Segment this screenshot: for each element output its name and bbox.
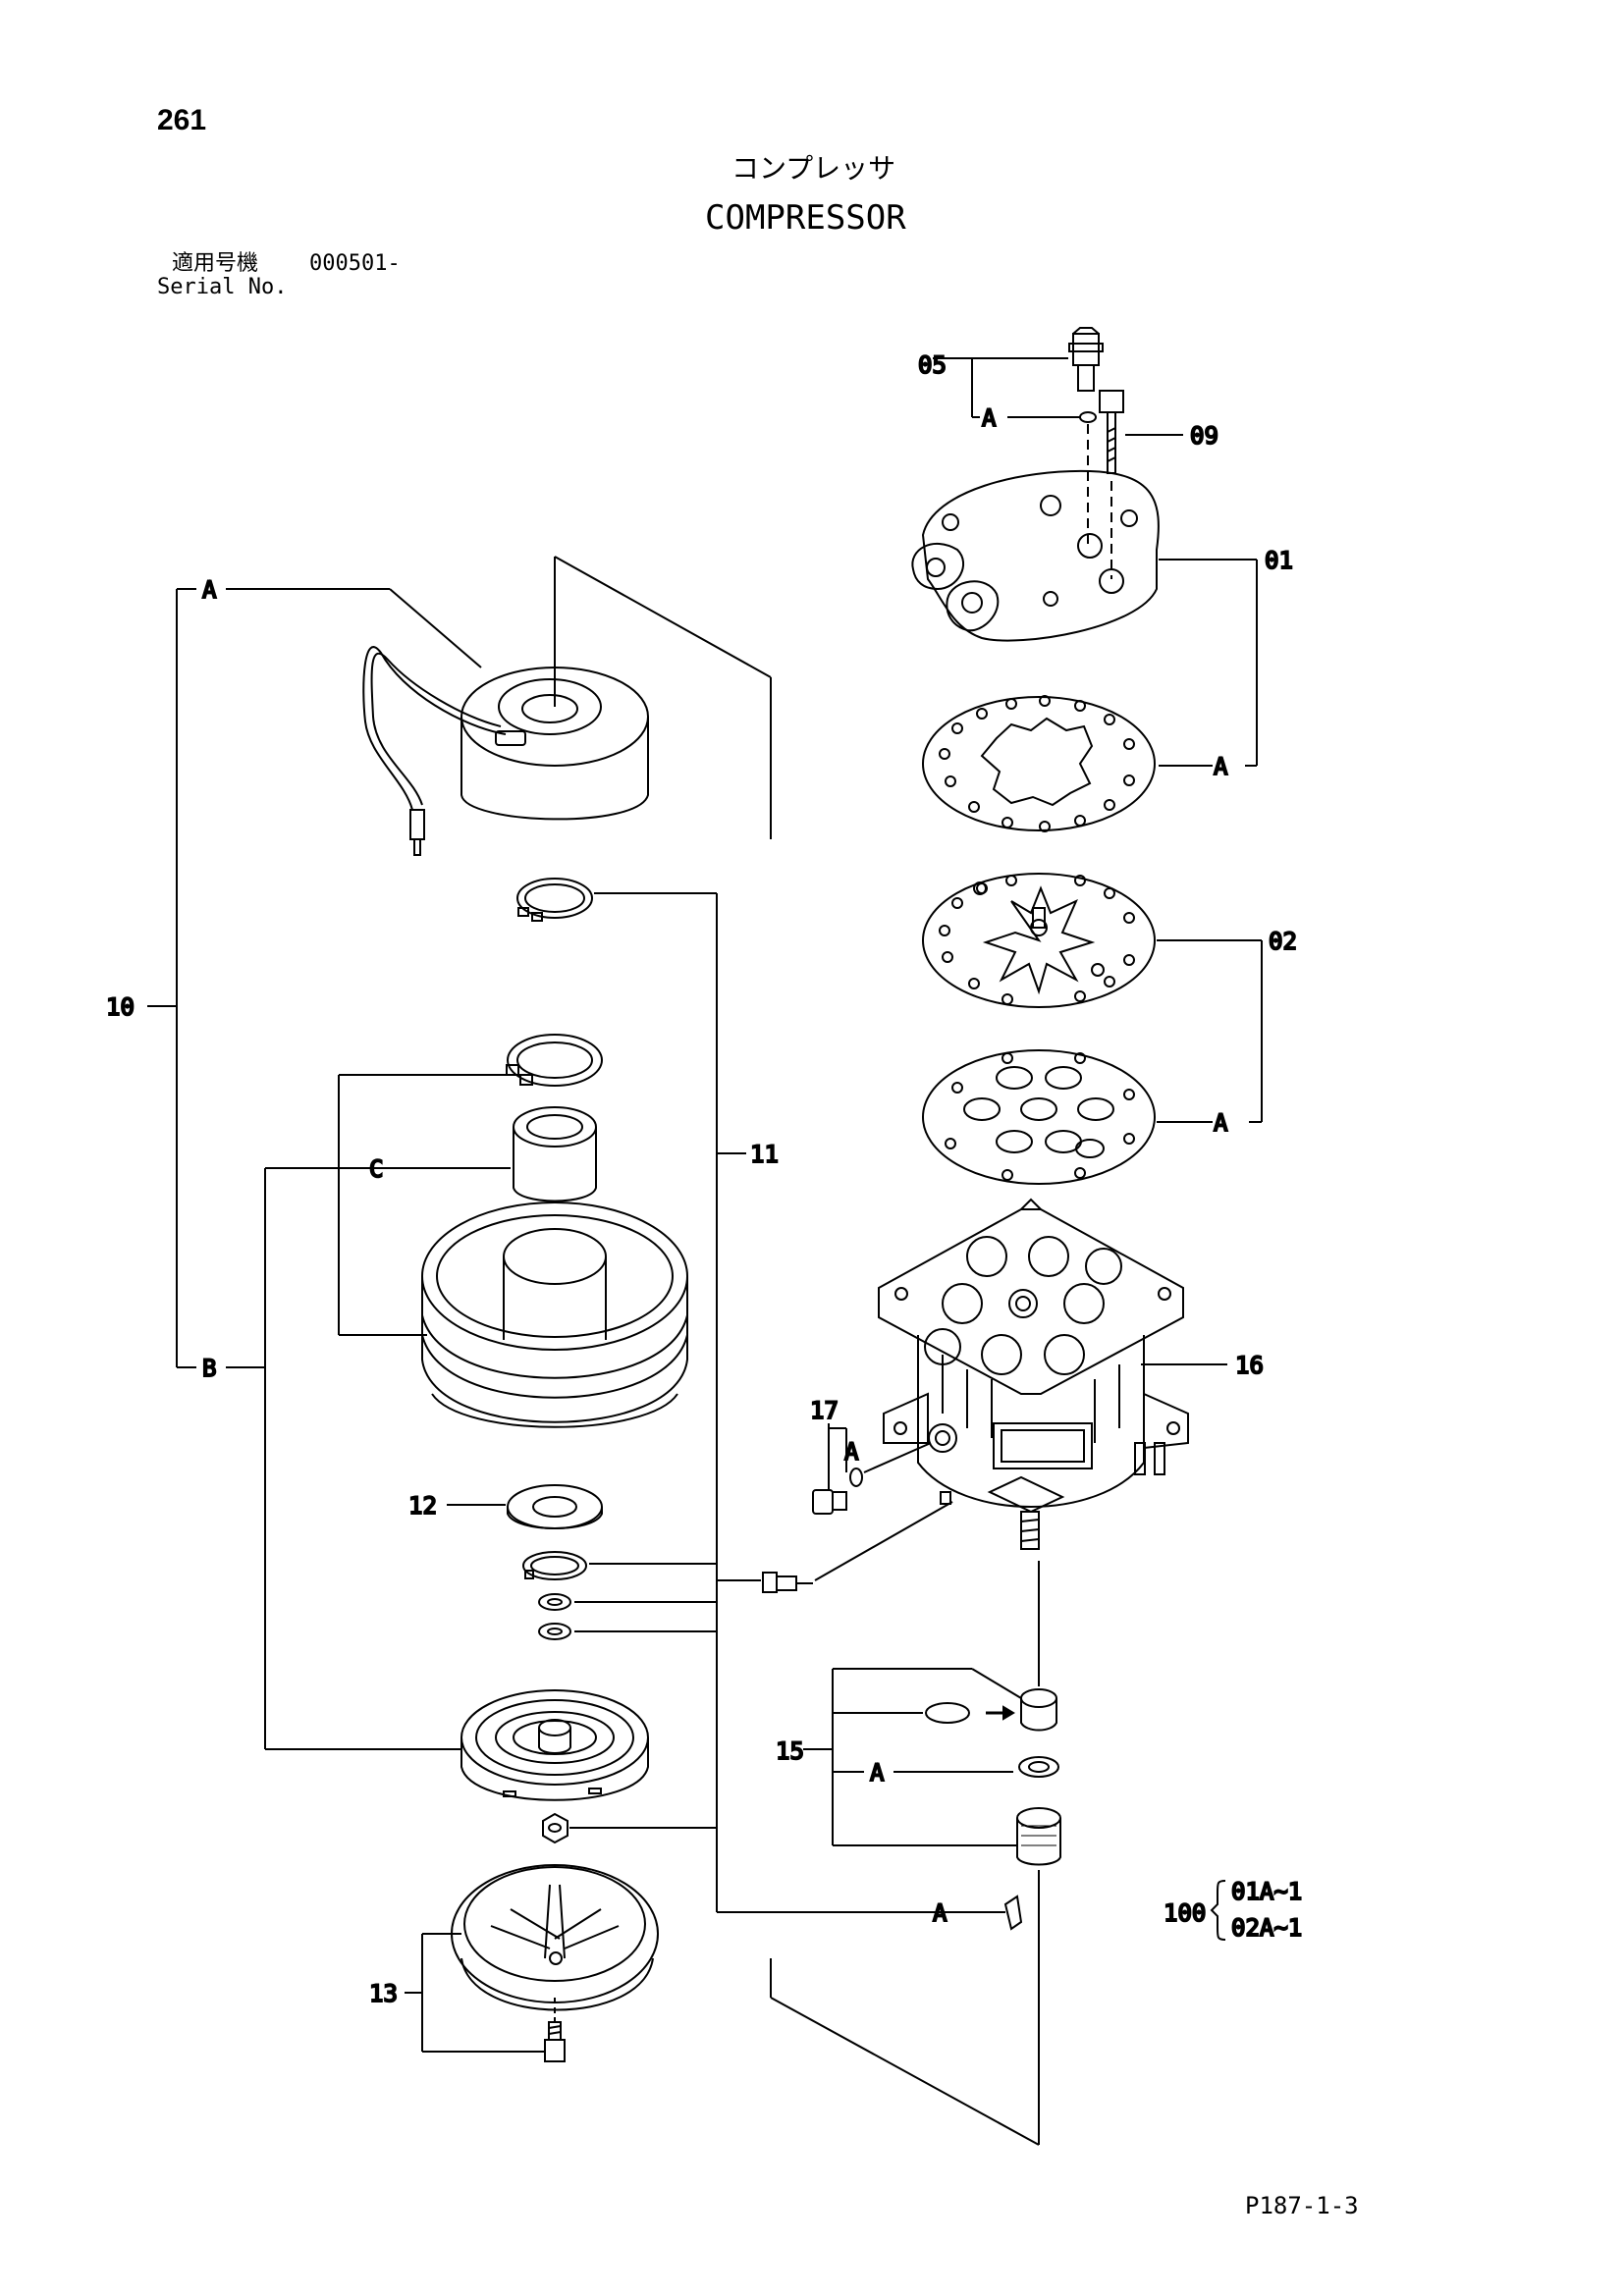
callout-10-b: B [202,1355,216,1382]
callout-13: 13 [369,1980,398,2007]
part-11-snap-ring-top [516,878,593,922]
part-washer-2 [538,1623,571,1640]
part-09-bolt [1099,390,1124,474]
part-armature-plate [460,1689,649,1801]
part-16-compressor-body [878,1198,1189,1550]
part-02-valve-plate [922,873,1156,1008]
callout-17-a: A [844,1438,859,1466]
kit-line-2: 02A~1 [1231,1914,1302,1942]
serial-label-english: Serial No. [157,275,288,299]
oring-17 [849,1468,863,1487]
part-10-field-coil [362,646,649,856]
part-washer-1 [538,1593,571,1611]
part-15-shaft-seal-group [1016,1688,1061,1866]
part-05-pressure-switch [1068,327,1104,392]
callout-17: 17 [810,1397,839,1424]
part-bearing [513,1106,597,1202]
callout-16: 16 [1235,1352,1264,1379]
callout-key-a: A [933,1899,947,1927]
callout-01-a: A [1214,753,1228,780]
callout-15: 15 [776,1737,804,1765]
part-snap-ring-pulley [506,1034,603,1087]
oring-05 [1079,411,1097,423]
part-pulley [421,1201,688,1428]
callout-15-a: A [870,1759,885,1787]
serial-number-value: 000501- [309,251,401,276]
page-number: 261 [157,104,207,136]
title-japanese: コンプレッサ [731,152,896,185]
kit-number: 100 [1164,1899,1206,1927]
kit-line-1: 01A~1 [1231,1878,1302,1905]
callout-05-a: A [982,404,997,432]
part-17-drain-plug [812,1489,847,1515]
title-english: COMPRESSOR [705,198,906,238]
callout-01: 01 [1265,547,1293,574]
part-gasket-top [922,695,1156,832]
callout-c: C [369,1155,383,1183]
part-01-cylinder-head [911,469,1160,642]
part-13-cover [451,1864,659,2011]
callout-10: 10 [106,993,135,1021]
part-11-clamp-bolt [762,1572,813,1593]
callout-12: 12 [408,1492,437,1520]
callout-10-a: A [202,576,217,604]
part-small-snap-ring [522,1551,587,1580]
serial-label-japanese: 適用号機 [172,251,259,276]
callout-05: 05 [918,351,947,379]
part-13-bolt [544,1998,566,2062]
part-15-oring [925,1702,970,1724]
callout-02: 02 [1269,928,1297,955]
callout-02-a: A [1214,1109,1228,1137]
callout-09: 09 [1190,422,1218,450]
part-gasket-bottom [922,1049,1156,1185]
part-12-shim [507,1484,603,1529]
part-nut [542,1812,568,1844]
callout-11: 11 [750,1141,779,1168]
part-key [1003,1895,1023,1931]
reference-code: P187-1-3 [1245,2192,1359,2219]
